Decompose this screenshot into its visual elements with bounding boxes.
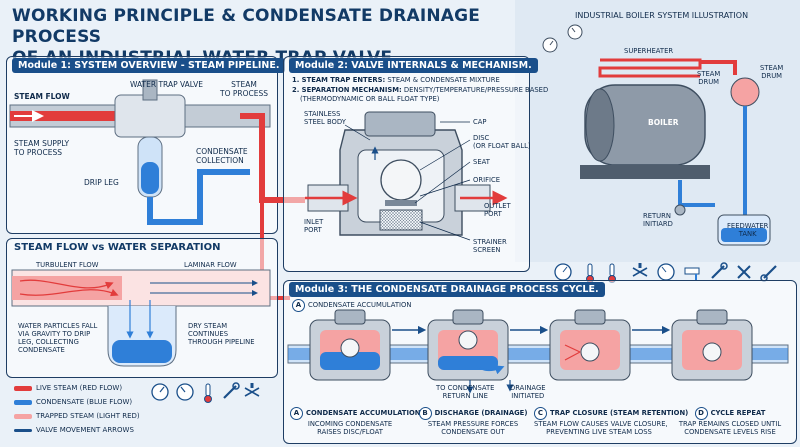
cycle-valve-d (671, 309, 753, 381)
gauge-icon (176, 383, 194, 401)
separation-water (112, 340, 172, 363)
drip-leg-water (141, 162, 159, 194)
seat-label: SEAT (473, 158, 490, 166)
wrench-icon (711, 262, 728, 279)
module2-point-2: 2. SEPARATION MECHANISM: DENSITY/TEMPERA… (292, 86, 549, 94)
title-line-1: WORKING PRINCIPLE & CONDENSATE DRAINAGE … (12, 6, 481, 47)
return-trap (674, 204, 686, 216)
separation-heading: STEAM FLOW vs WATER SEPARATION (14, 242, 221, 253)
thermometer-icon (204, 383, 212, 403)
boiler-label: BOILER (648, 118, 679, 127)
boiler-door (585, 88, 615, 162)
cycle-valve-a (309, 309, 391, 381)
gauge-icon (567, 24, 583, 40)
strainer-screen (379, 209, 423, 231)
tools-icon (737, 265, 751, 279)
condensate-line (147, 169, 250, 225)
boiler-heading: INDUSTRIAL BOILER SYSTEM ILLUSTRATION (575, 11, 749, 20)
legend-trapped-steam: TRAPPED STEAM (LIGHT RED) (14, 412, 140, 420)
wrench-icon (223, 382, 240, 399)
cycle-valve-c (549, 309, 631, 381)
valve-cap (364, 111, 436, 137)
gauge-icon (542, 37, 558, 53)
superheater-label: SUPERHEATER (624, 47, 674, 55)
module2-point-2b: (THERMODYNAMIC OR BALL FLOAT TYPE) (300, 95, 440, 103)
legend-valve-arrows: VALVE MOVEMENT ARROWS (14, 426, 134, 434)
valve-seat (385, 200, 417, 206)
cycle-valve-b (427, 309, 509, 381)
faucet-icon (684, 267, 700, 280)
module2-label: Module 2: VALVE INTERNALS & MECHANISM. (289, 58, 538, 73)
turbulent-flow-label: TURBULENT FLOW (36, 261, 99, 269)
valve-icon (244, 383, 260, 397)
trap-valve-top (142, 79, 158, 101)
water-trap-valve-label: WATER TRAP VALVE (130, 80, 204, 89)
disc-label: DISC(OR FLOAT BALL) (473, 134, 531, 150)
steam-stream-left (10, 111, 120, 121)
laminar-flow-label: LAMINAR FLOW (184, 261, 237, 269)
module2-point-1: 1. STEAM TRAP ENTERS: STEAM & CONDENSATE… (292, 76, 500, 84)
gauge-icon (151, 383, 169, 401)
orifice-label: ORIFICE (473, 176, 501, 184)
steam-flow-label: STEAM FLOW (14, 92, 70, 101)
valve-icon (632, 263, 648, 277)
legend-condensate: CONDENSATE (BLUE FLOW) (14, 398, 132, 406)
cap-label: CAP (473, 118, 487, 126)
drip-leg-label: DRIP LEG (84, 178, 119, 187)
steam-line-right (700, 60, 737, 75)
boiler-base (580, 165, 710, 179)
superheater-coil (598, 58, 702, 78)
module3-label: Module 3: THE CONDENSATE DRAINAGE PROCES… (289, 282, 605, 297)
module1-label: Module 1: SYSTEM OVERVIEW - STEAM PIPELI… (12, 58, 286, 73)
legend-live-steam: LIVE STEAM (RED FLOW) (14, 384, 122, 392)
